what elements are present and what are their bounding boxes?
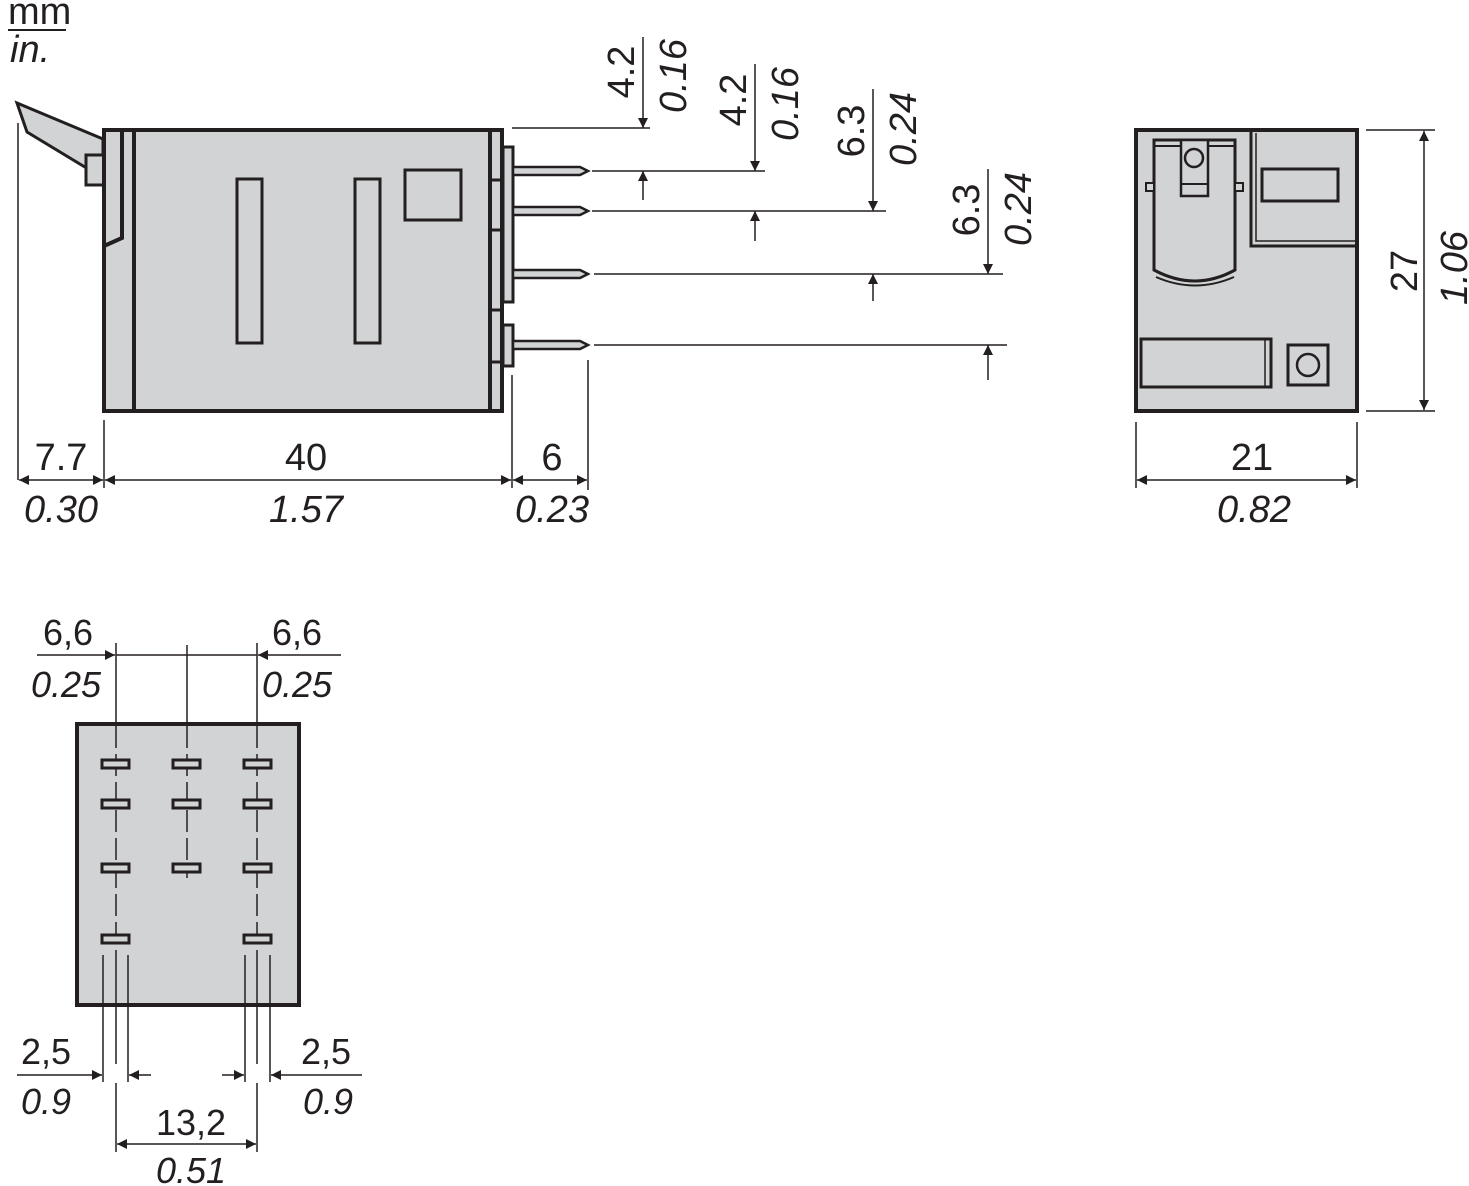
pin-base (501, 323, 515, 368)
dim-pitch2-mm: 4.2 (713, 74, 755, 127)
dim-pitch3-mm: 6.3 (831, 105, 873, 158)
dim-length-mm: 40 (285, 437, 327, 479)
dim-width-in: 0.82 (1217, 489, 1291, 531)
dim-length-in: 1.57 (269, 489, 345, 531)
pin-slots (100, 758, 273, 945)
dim-col-left-in: 0.25 (31, 664, 102, 705)
dim-pin-length-in: 0.23 (515, 489, 589, 531)
indicator-window (403, 168, 463, 222)
dim-pitch3-in: 0.24 (883, 92, 925, 166)
dim-pitch1-in: 0.16 (653, 38, 695, 113)
units-legend: mm in. (8, 0, 71, 71)
dim-outer-spacing-mm-text: 13,2 (156, 1102, 226, 1143)
dim-col-left-mm: 6,6 (43, 612, 93, 653)
pins (511, 165, 591, 351)
dim-pitch2-in: 0.16 (765, 66, 807, 141)
dim-pin-width-right-mm: 2,5 (301, 1031, 351, 1072)
dim-pin-width-right-in: 0.9 (303, 1081, 353, 1122)
unit-mm: mm (8, 0, 71, 33)
dim-pitch1-mm: 4.2 (601, 46, 643, 99)
dim-outer-spacing-in: 0.51 (156, 1150, 226, 1186)
dim-width-mm: 21 (1231, 437, 1273, 479)
dim-pin-width-left-mm: 2,5 (21, 1031, 71, 1072)
side-view: 7.7 0.30 40 1.57 6 0.23 4.2 0.16 4.2 0.1… (14, 37, 1040, 531)
lever-foot (84, 153, 106, 187)
dim-lever-in: 0.30 (24, 489, 98, 531)
dim-pin-length-mm: 6 (541, 437, 562, 479)
test-button (1139, 337, 1273, 389)
unit-in: in. (10, 29, 50, 71)
end-view: 21 0.82 27 1.06 (1134, 128, 1469, 531)
latch (1152, 138, 1237, 283)
dim-height-in: 1.06 (1434, 230, 1469, 305)
dim-pin-width-left-in: 0.9 (21, 1081, 71, 1122)
dim-height-mm: 27 (1384, 250, 1426, 292)
label-window (1260, 167, 1340, 203)
slot (235, 177, 264, 345)
bottom-view: 6,6 0.25 6,6 0.25 2,5 0.9 2,5 0.9 13,2 0… (17, 612, 362, 1186)
pin-base (501, 145, 515, 304)
dim-pitch4-mm: 6.3 (946, 184, 988, 237)
dim-lever-mm: 7.7 (35, 437, 88, 479)
dim-col-right-mm: 6,6 (272, 612, 322, 653)
dim-pitch4-in: 0.24 (998, 172, 1040, 246)
slot (353, 177, 382, 345)
dim-col-right-in: 0.25 (262, 664, 333, 705)
